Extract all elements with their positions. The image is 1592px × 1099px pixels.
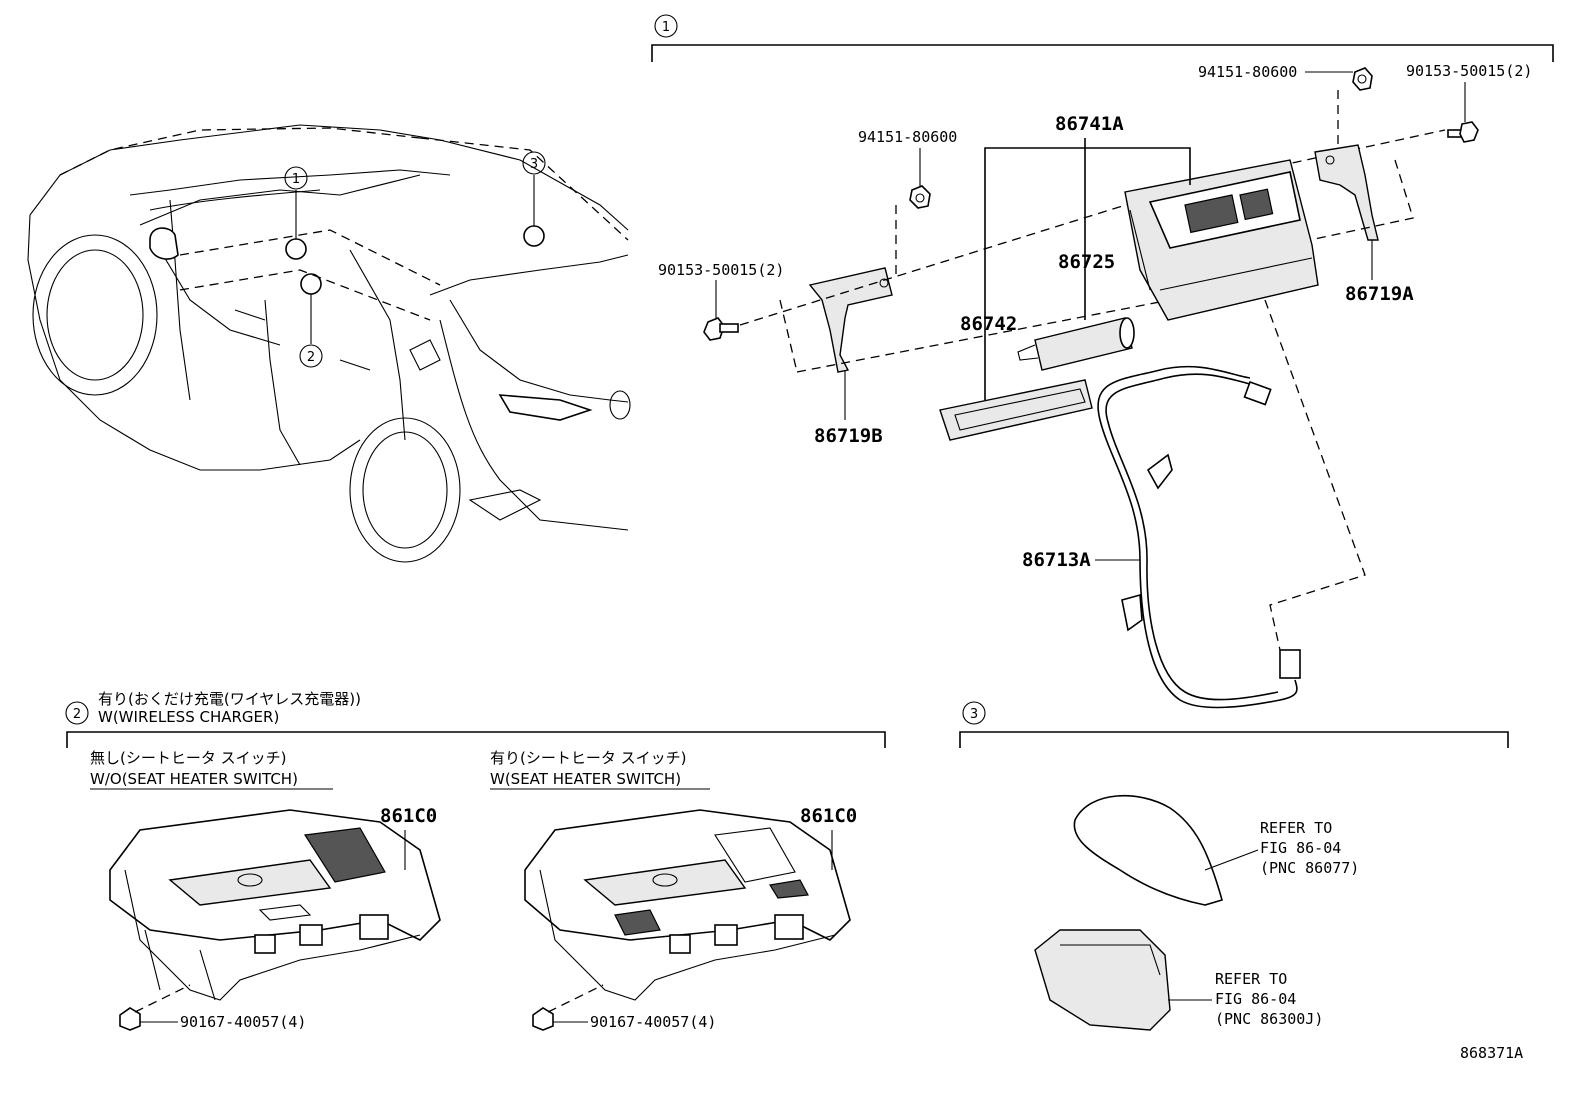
svg-text:1: 1 — [292, 172, 300, 187]
svg-text:3: 3 — [530, 157, 538, 172]
label-nut-left: 94151-80600 — [858, 128, 957, 146]
refer1-line1: REFER TO — [1260, 819, 1332, 837]
charger-unit-right — [524, 809, 851, 1001]
refer2-line2: FIG 86-04 — [1215, 990, 1296, 1008]
bracket-86719b — [808, 267, 893, 373]
screw-right-icon — [532, 1007, 554, 1031]
label-86713a: 86713A — [1022, 549, 1091, 571]
antenna-module — [1034, 929, 1171, 1031]
right-variant-en: W(SEAT HEATER SWITCH) — [490, 770, 681, 788]
label-screw-left: 90167-40057(4) — [180, 1013, 306, 1031]
label-86719b: 86719B — [814, 425, 883, 447]
section-1-callout: 1 — [662, 20, 670, 35]
section-2-header-jp: 有り(おくだけ充電(ワイヤレス充電器)) — [98, 690, 361, 708]
svg-text:2: 2 — [307, 350, 315, 365]
vehicle-overview — [27, 124, 631, 563]
section-3-callout: 3 — [970, 707, 978, 722]
label-861c0-right: 861C0 — [800, 805, 857, 827]
left-variant-en: W/O(SEAT HEATER SWITCH) — [90, 770, 298, 788]
label-861c0-left: 861C0 — [380, 805, 437, 827]
charger-unit-left — [109, 809, 441, 1001]
label-bolt-left: 90153-50015(2) — [658, 261, 784, 279]
cylinder-86725 — [1017, 317, 1135, 371]
refer2-line1: REFER TO — [1215, 970, 1287, 988]
module-86741a — [1124, 159, 1319, 321]
right-variant-jp: 有り(シートヒータ スイッチ) — [490, 749, 686, 767]
section-2-callout: 2 — [73, 707, 81, 722]
label-86741a: 86741A — [1055, 113, 1124, 135]
section-2: 2 有り(おくだけ充電(ワイヤレス充電器)) W(WIRELESS CHARGE… — [65, 690, 886, 1031]
left-variant-jp: 無し(シートヒータ スイッチ) — [90, 749, 286, 767]
harness-86713a — [1097, 365, 1301, 709]
bolt-left-icon — [703, 317, 739, 341]
label-screw-right: 90167-40057(4) — [590, 1013, 716, 1031]
label-86719a: 86719A — [1345, 283, 1414, 305]
label-86742: 86742 — [960, 313, 1017, 335]
bracket-86719a — [1314, 144, 1379, 241]
refer1-line2: FIG 86-04 — [1260, 839, 1341, 857]
section-3: 3 REFER TO FIG 86-04 (PNC 86077) REFER T… — [959, 701, 1509, 1031]
cover-86742 — [939, 379, 1093, 441]
figure-id: 868371A — [1460, 1044, 1523, 1062]
screw-left-icon — [119, 1007, 141, 1031]
callout-2-car: 2 — [299, 344, 323, 368]
nut-right-icon — [1352, 67, 1373, 91]
refer2-line3: (PNC 86300J) — [1215, 1010, 1323, 1028]
bolt-right-icon — [1447, 121, 1479, 143]
section-2-header-en: W(WIRELESS CHARGER) — [98, 708, 279, 726]
label-86725: 86725 — [1058, 251, 1115, 273]
callout-3-car: 3 — [522, 151, 546, 175]
label-nut-top: 94151-80600 — [1198, 63, 1297, 81]
section-1: 1 90153-50015(2) 94151-80600 86719B — [651, 14, 1554, 709]
label-bolt-right: 90153-50015(2) — [1406, 62, 1532, 80]
refer1-line3: (PNC 86077) — [1260, 859, 1359, 877]
nut-left-icon — [909, 185, 931, 209]
shark-fin-antenna — [1073, 794, 1223, 906]
callout-1-car: 1 — [284, 166, 308, 190]
